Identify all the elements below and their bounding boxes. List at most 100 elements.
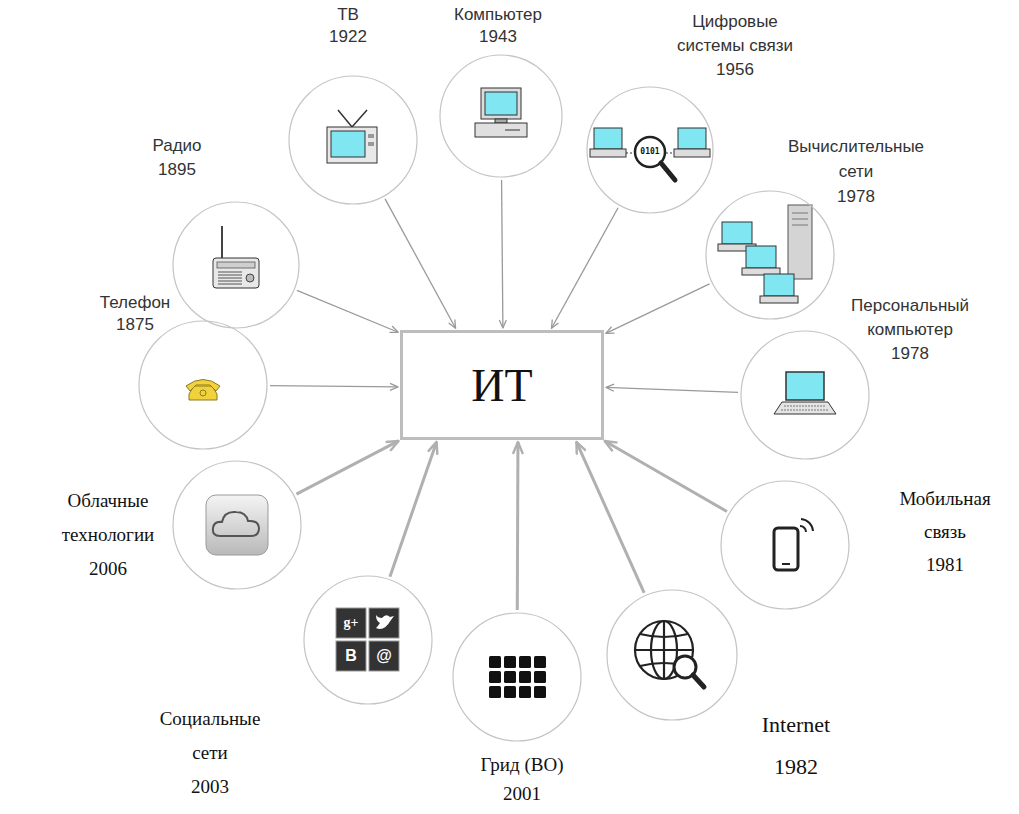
era-label: Internet1982 (741, 704, 851, 788)
globe-icon (635, 621, 704, 687)
center-box: ИТ (400, 330, 604, 440)
grid-cell (489, 656, 501, 668)
era-circle: Персональный компьютер1978 (740, 330, 870, 460)
grid-cell (504, 671, 516, 683)
year-label: 1981 (892, 548, 998, 581)
year-label: 1895 (122, 158, 232, 182)
era-circle: Компьютер1943 (439, 54, 563, 178)
era-label: ТВ1922 (308, 4, 388, 48)
year-label: 1922 (308, 26, 388, 48)
year-label: 2003 (154, 770, 266, 804)
radio-icon (213, 226, 259, 288)
technology-name: Internet (741, 704, 851, 746)
grid-cell (519, 656, 531, 668)
year-label: 2006 (52, 552, 164, 586)
technology-name: Грид (ВО) (462, 750, 582, 779)
grid-cell (534, 656, 546, 668)
arrow (606, 284, 710, 333)
era-label: Мобильная связь1981 (892, 482, 998, 581)
era-circle: ТВ1922 (288, 75, 418, 205)
year-label: 1978 (781, 184, 931, 209)
grid-icon (489, 656, 546, 698)
grid-cell (519, 671, 531, 683)
arrow (297, 290, 398, 332)
circle-border (440, 55, 562, 177)
network-icon (718, 205, 812, 303)
era-circle: Социальные сети2003 (303, 575, 433, 705)
circle-border (587, 87, 713, 213)
arrow (385, 199, 456, 328)
era-circle: Грид (ВО)2001 (452, 612, 582, 742)
circle-outline (138, 320, 268, 450)
era-circle: Радио1895 (172, 201, 300, 329)
circle-outline (705, 190, 835, 320)
grid-cell (519, 686, 531, 698)
grid-cell (534, 686, 546, 698)
era-label: Цифровые системы связи1956 (670, 10, 800, 82)
tv-icon (327, 110, 377, 163)
era-circle: Internet1982 (606, 589, 738, 721)
era-circle: Вычислительные сети1978 (705, 190, 835, 320)
circle-border (173, 202, 299, 328)
arrow (296, 441, 398, 494)
grid-cell (504, 656, 516, 668)
era-circle: Телефон1875 (138, 320, 268, 450)
era-label: Персональный компьютер1978 (845, 294, 975, 366)
era-circle: Облачные технологии2006 (172, 460, 302, 590)
icon-text: @ (376, 648, 392, 664)
year-label: 1978 (845, 342, 975, 366)
icon-text: 0101 (640, 148, 659, 156)
grid-cell (489, 686, 501, 698)
laptop-icon (774, 372, 836, 414)
technology-name: Мобильная связь (892, 482, 998, 548)
technology-name: Персональный компьютер (845, 294, 975, 342)
circle-border (173, 461, 301, 589)
era-label: Облачные технологии2006 (52, 484, 164, 586)
arrow (270, 386, 398, 387)
era-label: Компьютер1943 (438, 4, 558, 48)
circle-outline (720, 480, 850, 610)
technology-name: Вычислительные сети (781, 134, 931, 184)
circle-border (721, 481, 849, 609)
grid-cell (534, 671, 546, 683)
mobile-icon (774, 519, 813, 570)
technology-name: Социальные сети (154, 702, 266, 770)
social-icon (336, 608, 399, 671)
circle-border (607, 590, 737, 720)
year-label: 2001 (462, 779, 582, 808)
technology-name: Цифровые системы связи (670, 10, 800, 58)
circle-outline (172, 460, 302, 590)
era-circle: Мобильная связь1981 (720, 480, 850, 610)
arrow (502, 180, 503, 328)
era-label: Радио1895 (122, 134, 232, 182)
circle-outline (303, 575, 433, 705)
grid-cell (504, 686, 516, 698)
era-label: Грид (ВО)2001 (462, 750, 582, 808)
icon-text: g+ (344, 616, 359, 630)
circle-border (289, 76, 417, 204)
circle-border (139, 321, 267, 449)
technology-name: Компьютер (438, 4, 558, 26)
technology-name: Облачные технологии (52, 484, 164, 552)
circle-outline (439, 54, 563, 178)
circle-border (706, 191, 834, 319)
telephone-icon (186, 380, 220, 401)
technology-name: ТВ (308, 4, 388, 26)
circle-outline (606, 589, 738, 721)
circle-border (453, 613, 581, 741)
arrow (390, 442, 437, 577)
icon-text: B (345, 648, 357, 664)
circle-outline (172, 201, 300, 329)
year-label: 1875 (80, 314, 190, 336)
arrow (551, 208, 618, 328)
cloud-icon (206, 495, 268, 555)
technology-name: Телефон (80, 292, 190, 314)
circle-border (304, 576, 432, 704)
era-label: Телефон1875 (80, 292, 190, 336)
arrow (516, 442, 520, 610)
technology-name: Радио (122, 134, 232, 158)
center-title: ИТ (471, 359, 532, 412)
era-label: Социальные сети2003 (154, 702, 266, 804)
